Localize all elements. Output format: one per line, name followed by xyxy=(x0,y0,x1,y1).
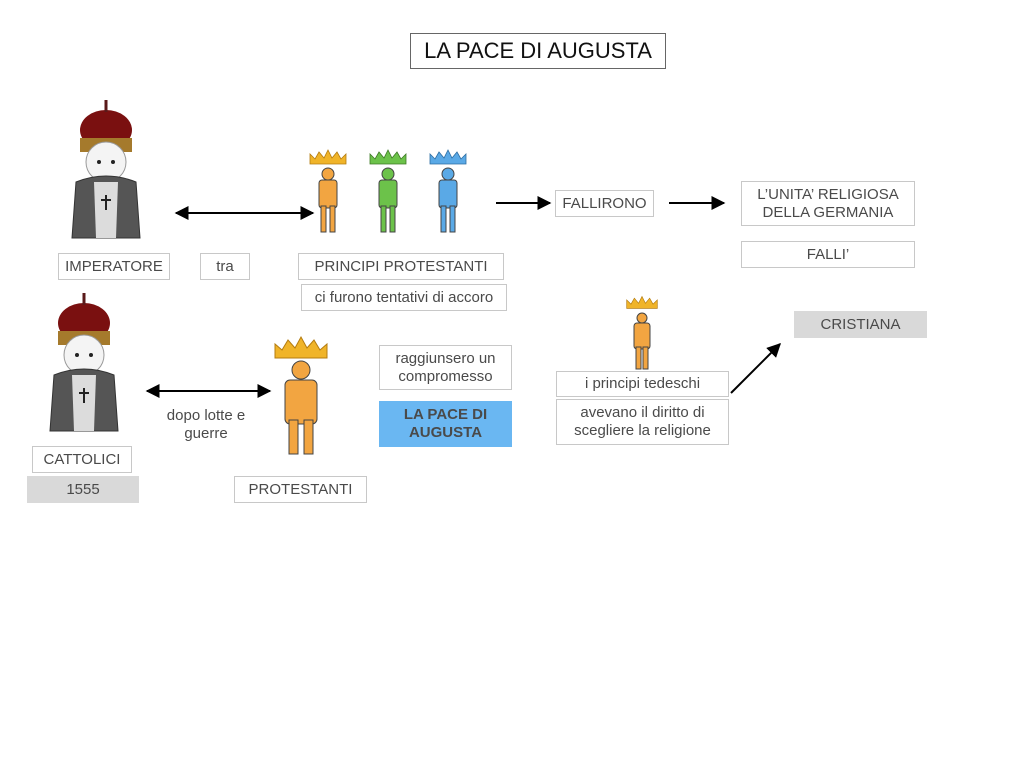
diritto-label: avevano il diritto di scegliere la relig… xyxy=(556,399,729,445)
prince-icon xyxy=(369,149,407,233)
protestanti-label: PROTESTANTI xyxy=(234,476,367,503)
tentativi-label: ci furono tentativi di accoro xyxy=(301,284,507,311)
compromesso-line-2: compromesso xyxy=(398,367,493,385)
cattolici-label: CATTOLICI xyxy=(32,446,132,473)
principi-protestanti-label: PRINCIPI PROTESTANTI xyxy=(298,253,504,280)
pace-di-augusta-label: LA PACE DI AUGUSTA xyxy=(379,401,512,447)
prince-icon xyxy=(309,149,347,233)
diritto-line-2: scegliere la religione xyxy=(574,422,711,439)
unita-line-2: DELLA GERMANIA xyxy=(762,203,894,221)
emperor-icon xyxy=(49,293,119,432)
unita-religiosa-label: L’UNITA’ RELIGIOSA DELLA GERMANIA xyxy=(741,181,915,226)
dopo-line-2: guerre xyxy=(184,425,228,442)
compromesso-label: raggiunsero un compromesso xyxy=(379,345,512,390)
falli-label: FALLI’ xyxy=(741,241,915,268)
arrow-icon xyxy=(730,343,781,394)
pace-line-1: LA PACE DI xyxy=(403,406,488,423)
pace-line-2: AUGUSTA xyxy=(408,424,483,441)
tra-label: tra xyxy=(200,253,250,280)
compromesso-line-1: raggiunsero un xyxy=(395,349,496,367)
dopo-line-1: dopo lotte e xyxy=(166,407,246,424)
unita-line-1: L’UNITA’ RELIGIOSA xyxy=(757,185,899,203)
prince-icon xyxy=(626,296,658,370)
dopo-lotte-label: dopo lotte e guerre xyxy=(150,407,262,443)
prince-icon xyxy=(274,335,328,455)
page-title: LA PACE DI AUGUSTA xyxy=(410,33,666,69)
diritto-line-1: avevano il diritto di xyxy=(580,404,705,421)
fallirono-label: FALLIRONO xyxy=(555,190,654,217)
principi-tedeschi-label: i principi tedeschi xyxy=(556,371,729,397)
imperatore-label: IMPERATORE xyxy=(58,253,170,280)
emperor-icon xyxy=(71,100,141,239)
cristiana-label: CRISTIANA xyxy=(794,311,927,338)
year-label: 1555 xyxy=(27,476,139,503)
prince-icon xyxy=(429,149,467,233)
